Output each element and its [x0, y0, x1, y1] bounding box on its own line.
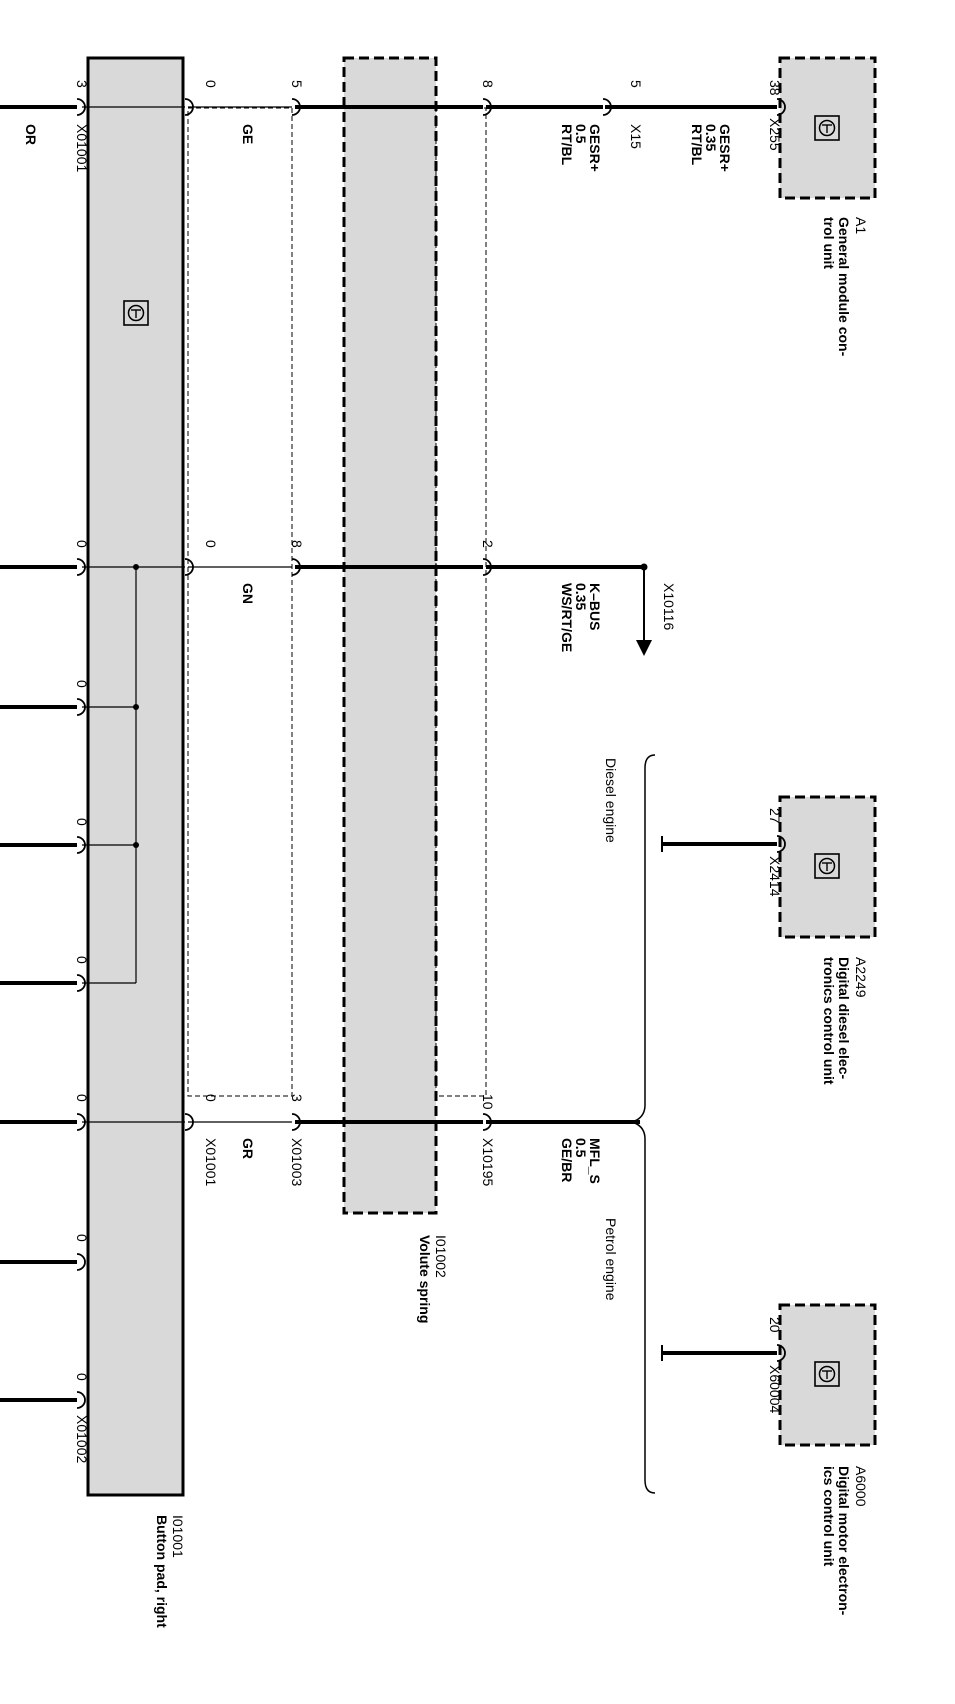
a1-name-line2: trol unit — [821, 217, 837, 269]
a1-wire-signal: GESR+ — [717, 124, 733, 172]
volute-spring-box — [342, 56, 438, 1215]
a1-wire-color: RT/BL — [689, 124, 705, 166]
connector-x01003-outline — [187, 107, 293, 1097]
x15-wire-color: RT/BL — [559, 124, 575, 166]
wire-color-gn: GN — [240, 583, 256, 604]
mfl-signal: MFL_S — [587, 1138, 603, 1184]
x15-connector: X15 — [628, 124, 644, 149]
btn-mid-pin: 0 — [203, 540, 219, 548]
button-pad-name: Button pad, right — [154, 1515, 170, 1628]
b4-pin: 0 — [74, 956, 90, 964]
connector-x10195-outline — [435, 107, 487, 1097]
wire-color-ge: GE — [240, 124, 256, 144]
x01003-connector: X01003 — [289, 1138, 305, 1186]
module-a2249 — [778, 795, 877, 939]
x10116-connector: X10116 — [661, 583, 677, 630]
a1-pin: 38 — [767, 80, 783, 96]
x10195-connector: X10195 — [480, 1138, 496, 1186]
btn-top-pin: 0 — [203, 80, 219, 88]
x15-wire-gauge: 0.5 — [573, 124, 589, 144]
petrol-engine-note: Petrol engine — [603, 1218, 619, 1301]
button-pad-id: I01001 — [170, 1515, 186, 1558]
kbus-signal: K–BUS — [587, 583, 603, 630]
diesel-engine-note: Diesel engine — [603, 758, 619, 843]
b7-pin: 0 — [74, 1373, 90, 1381]
a1-connector: X255 — [767, 118, 783, 151]
x01001-top-connector: X01001 — [74, 124, 90, 172]
b6-pin: 0 — [74, 1234, 90, 1242]
a6000-connector: X60004 — [767, 1365, 783, 1413]
vs-right-pin: 10 — [480, 1094, 496, 1110]
volute-spring-id: I01002 — [433, 1235, 449, 1278]
a1-id: A1 — [853, 217, 869, 234]
a2249-name-line2: tronics control unit — [821, 957, 837, 1085]
x10116-arrow — [636, 563, 652, 656]
brace-diesel-petrol — [629, 754, 656, 1494]
vs-mid-pin: 2 — [480, 540, 496, 548]
a2249-pin: 27 — [767, 808, 783, 824]
b3-pin: 0 — [74, 818, 90, 826]
x15-wire-signal: GESR+ — [587, 124, 603, 172]
b5-pin: 0 — [74, 1094, 90, 1102]
a1-wire-gauge: 0.35 — [703, 124, 719, 151]
x01002-connector: X01002 — [74, 1415, 90, 1463]
a2249-id: A2249 — [853, 957, 869, 998]
a6000-id: A6000 — [853, 1466, 869, 1507]
b1-pin: 0 — [74, 540, 90, 548]
junction-dots — [133, 564, 439, 848]
x01003-mid-pin: 8 — [289, 540, 305, 548]
x01003-right-pin: 3 — [289, 1094, 305, 1102]
or-pin: 3 — [74, 80, 90, 88]
x01001-right-connector: X01001 — [203, 1138, 219, 1186]
x01003-top-pin: 5 — [289, 80, 305, 88]
mfl-color: GE/BR — [559, 1138, 575, 1182]
btn-right-pin: 0 — [203, 1094, 219, 1102]
a6000-name-line2: ics control unit — [821, 1466, 837, 1567]
x15-pin: 5 — [628, 80, 644, 88]
vs-top-pin: 8 — [480, 80, 496, 88]
wire-color-or: OR — [23, 124, 39, 145]
pin-arcs — [76, 98, 786, 1409]
b2-pin: 0 — [74, 680, 90, 688]
wires — [0, 105, 777, 1402]
a6000-name-line1: Digital motor electron- — [836, 1466, 852, 1616]
a1-name-line1: General module con- — [836, 217, 852, 357]
a2249-name-line1: Digital diesel elec- — [836, 957, 852, 1079]
a6000-pin: 20 — [767, 1317, 783, 1333]
volute-spring-name: Volute spring — [417, 1235, 433, 1323]
kbus-color: WS/RT/GE — [559, 583, 575, 652]
a2249-connector: X2414 — [767, 856, 783, 897]
mfl-gauge: 0.5 — [573, 1138, 589, 1158]
kbus-gauge: 0.35 — [573, 583, 589, 610]
module-a1 — [778, 56, 877, 200]
wire-color-gr: GR — [240, 1138, 256, 1159]
module-a6000 — [778, 1303, 877, 1447]
